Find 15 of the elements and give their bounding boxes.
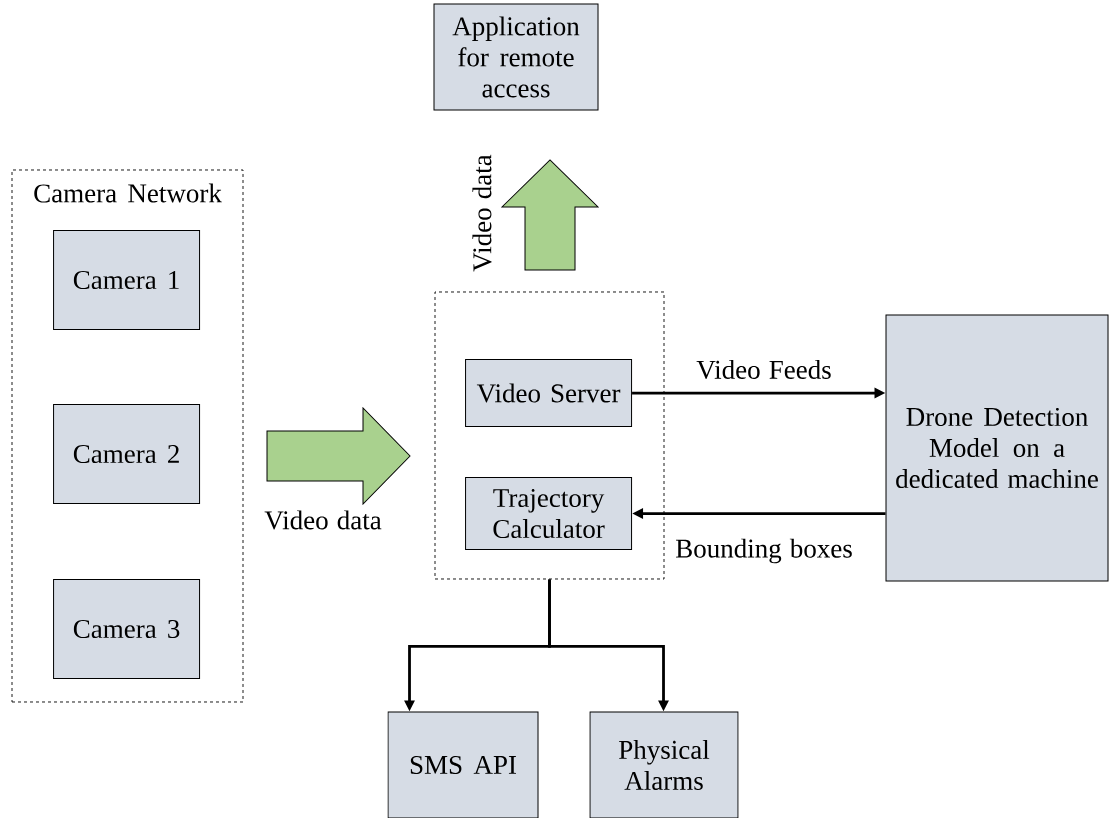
process-box: Video Server (465, 359, 633, 428)
process-box: SMS API (387, 711, 539, 818)
process-box: Camera 3 (53, 579, 201, 680)
process-box: Application for remote access (433, 3, 599, 111)
edge-label: Video data (472, 154, 492, 272)
block-arrow (266, 407, 411, 505)
process-box: Trajectory Calculator (465, 477, 633, 551)
process-box: Physical Alarms (589, 711, 739, 818)
edge-label: Bounding boxes (676, 538, 852, 564)
process-box: Camera 1 (53, 230, 201, 331)
process-box: Drone Detection Model on a dedicated machine (885, 314, 1109, 582)
process-box: Camera 2 (53, 404, 201, 505)
block-arrow (501, 159, 599, 271)
edge-label: Video data (264, 510, 382, 530)
edge-label: Video Feeds (696, 359, 831, 380)
